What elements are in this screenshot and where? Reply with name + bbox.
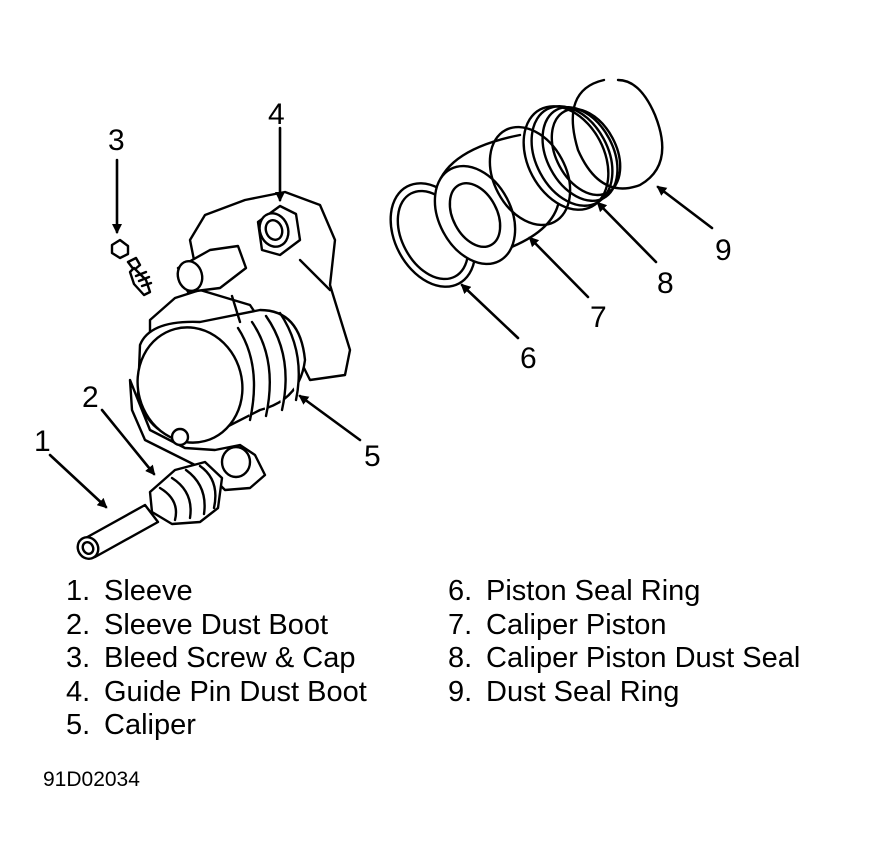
figure-code: 91D02034 — [43, 768, 140, 791]
callout-4: 4 — [268, 98, 285, 131]
callout-9: 9 — [715, 234, 732, 267]
exploded-view-diagram: 1 2 3 4 5 6 7 8 9 — [34, 78, 732, 560]
callout-8: 8 — [657, 267, 674, 300]
callout-5: 5 — [364, 440, 381, 473]
leader-lines — [48, 126, 714, 509]
legend-item: 5.Caliper — [66, 709, 196, 741]
callout-numbers: 1 2 3 4 5 6 7 8 9 — [34, 98, 732, 473]
caliper-piston — [433, 125, 572, 266]
legend-item: 9.Dust Seal Ring — [448, 675, 680, 708]
callout-3: 3 — [108, 124, 125, 157]
caliper-body — [128, 190, 352, 492]
legend-left-column: 1.Sleeve 2.Sleeve Dust Boot 3.Bleed Scre… — [66, 575, 367, 743]
callout-1: 1 — [34, 425, 51, 458]
legend-item: 1.Sleeve — [66, 575, 193, 607]
legend-item: 7.Caliper Piston — [448, 608, 667, 641]
legend-item: 6.Piston Seal Ring — [448, 575, 701, 607]
legend-item: 2.Sleeve Dust Boot — [66, 608, 329, 641]
dust-seal-ring — [571, 78, 664, 190]
sleeve-assembly — [76, 460, 224, 560]
callout-6: 6 — [520, 342, 537, 375]
callout-7: 7 — [590, 301, 607, 334]
bleed-screw-and-cap — [110, 238, 153, 297]
legend-item: 8.Caliper Piston Dust Seal — [448, 642, 801, 674]
callout-2: 2 — [82, 381, 99, 414]
legend-item: 3.Bleed Screw & Cap — [66, 642, 356, 674]
legend-item: 4.Guide Pin Dust Boot — [66, 675, 367, 708]
legend-right-column: 6.Piston Seal Ring 7.Caliper Piston 8.Ca… — [448, 575, 800, 709]
